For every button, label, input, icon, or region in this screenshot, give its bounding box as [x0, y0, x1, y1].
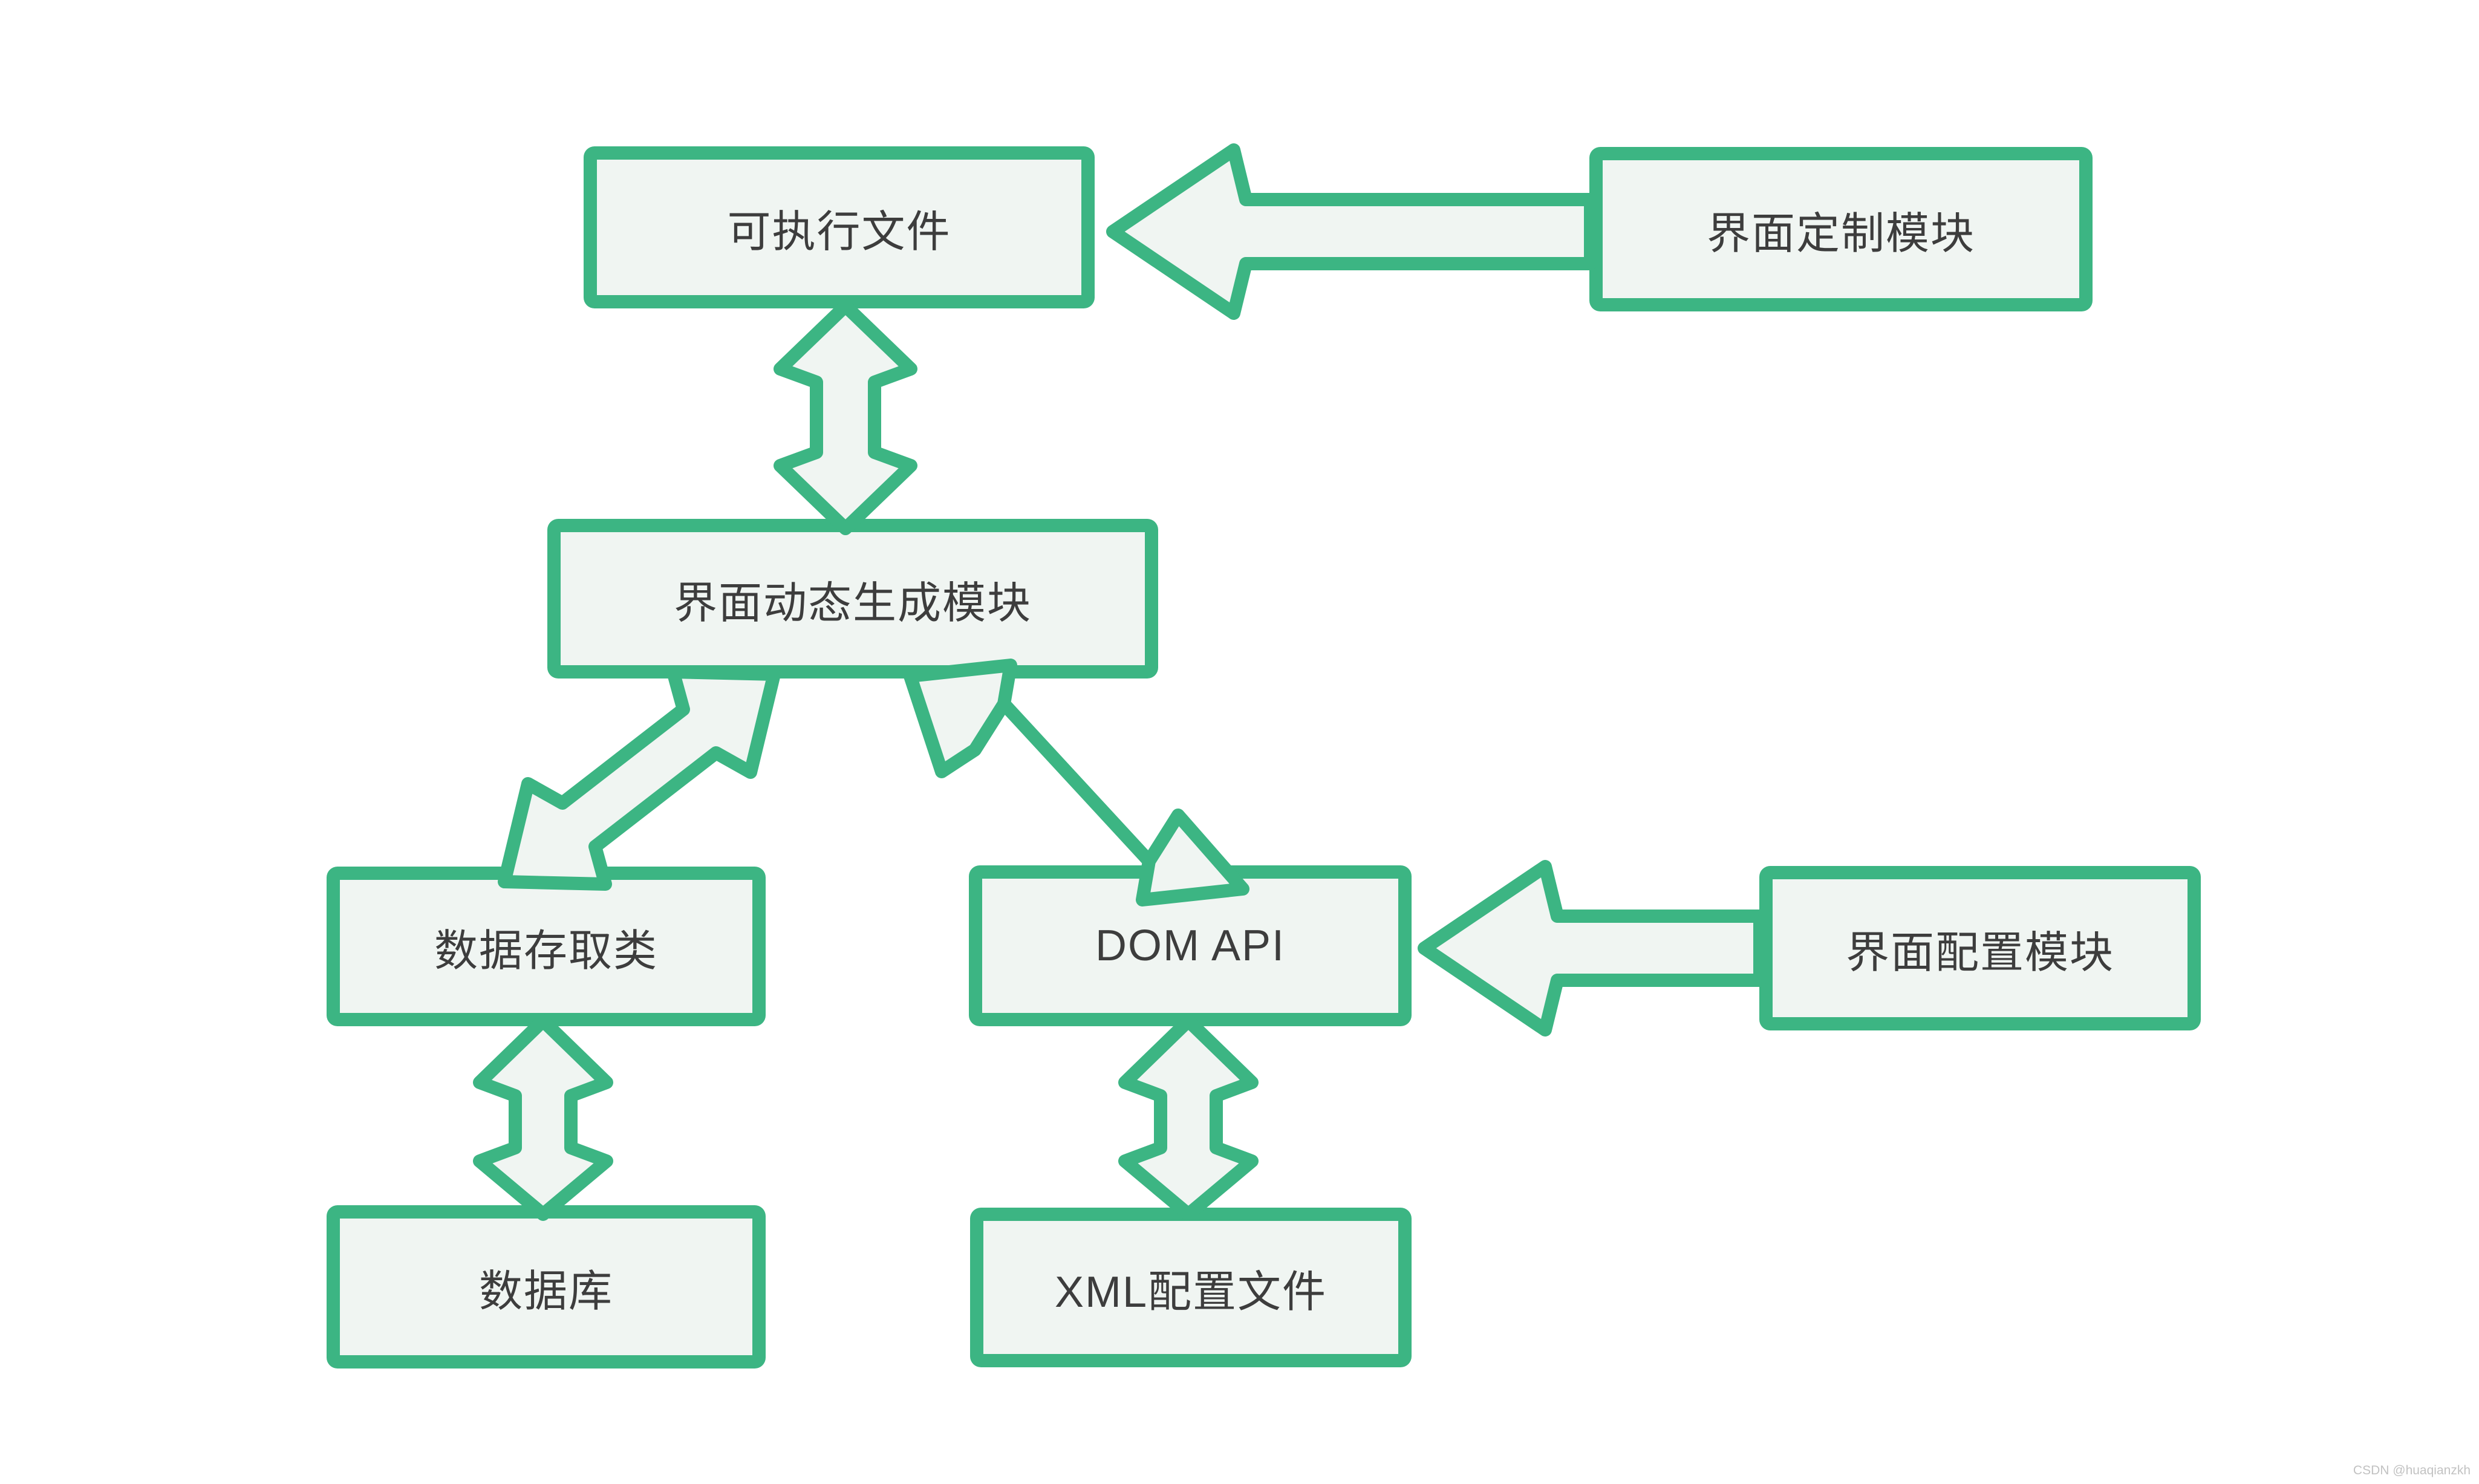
arrow-dynamic-domapi-bidirectional — [904, 659, 1249, 906]
node-ui-dynamic-generation-module-label: 界面动态生成模块 — [673, 579, 1032, 628]
arrow-domapi-xmlconfig-bidirectional — [1118, 1014, 1259, 1221]
node-database: 数据库 — [327, 1205, 766, 1368]
node-data-access-class: 数据存取类 — [327, 867, 766, 1026]
arrow-dynamic-dataaccess-bidirectional — [498, 665, 781, 891]
node-xml-config-file: XML配置文件 — [970, 1208, 1412, 1367]
node-ui-customization-module-label: 界面定制模块 — [1706, 209, 1975, 258]
node-ui-configuration-module-label: 界面配置模块 — [1845, 928, 2114, 977]
arrow-ui-configuration-to-domapi — [1418, 860, 1767, 1037]
node-executable-file: 可执行文件 — [584, 146, 1095, 308]
node-ui-dynamic-generation-module: 界面动态生成模块 — [547, 519, 1158, 679]
node-ui-customization-module: 界面定制模块 — [1589, 147, 2093, 311]
node-dom-api: DOM API — [969, 865, 1412, 1026]
arrow-executable-dynamic-bidirectional — [774, 299, 917, 535]
node-dom-api-label: DOM API — [1095, 922, 1286, 970]
node-database-label: 数据库 — [478, 1267, 613, 1316]
node-ui-configuration-module: 界面配置模块 — [1759, 866, 2201, 1030]
arrow-ui-customization-to-executable — [1106, 143, 1597, 320]
node-data-access-class-label: 数据存取类 — [434, 926, 658, 975]
arrow-dataaccess-database-bidirectional — [473, 1014, 613, 1221]
node-executable-file-label: 可执行文件 — [727, 207, 951, 256]
node-xml-config-file-label: XML配置文件 — [1054, 1268, 1327, 1316]
watermark: CSDN @huaqianzkh — [2353, 1463, 2471, 1477]
